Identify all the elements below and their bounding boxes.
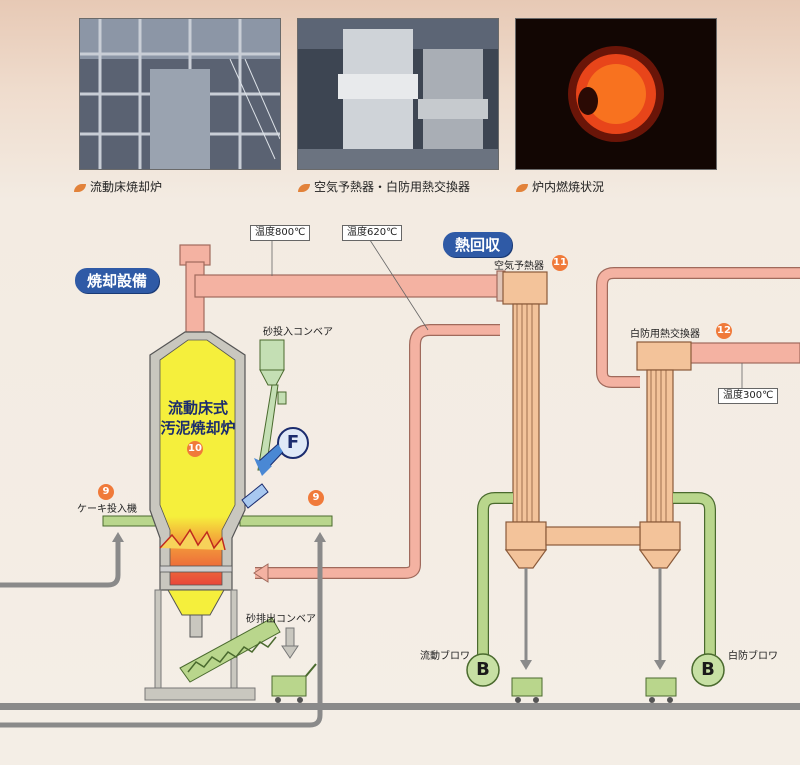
caption-text: 炉内燃焼状況 <box>532 180 605 194</box>
ground-line <box>0 703 800 710</box>
white-smoke-pipe <box>596 267 800 388</box>
label-white-smoke-blower: 白防ブロワ <box>728 651 778 662</box>
ash-discharge-left <box>511 568 543 703</box>
furnace-label-line1: 流動床式 <box>167 399 228 417</box>
badge-furnace: 10 <box>187 441 203 457</box>
sand-discharge-conveyor <box>179 617 317 703</box>
caption-photo-1: 流動床焼却炉 <box>74 178 162 195</box>
photo-fluidized-bed-incinerator <box>79 18 281 170</box>
caption-text: 空気予熱器・白防用熱交換器 <box>314 180 471 194</box>
badge-heat-exchanger: 12 <box>716 323 732 339</box>
white-smoke-blower <box>691 653 725 687</box>
preheated-air-pipe <box>255 324 500 579</box>
incinerator-furnace <box>144 331 256 701</box>
furnace-label-line2: 汚泥焼却炉 <box>160 419 236 437</box>
ash-discharge-right <box>645 568 677 703</box>
label-white-smoke-heat-exchanger: 白防用熱交換器 <box>630 329 700 340</box>
label-sand-input-conveyor: 砂投入コンベア <box>263 327 333 338</box>
white-smoke-heat-exchanger-unit <box>636 341 692 569</box>
label-cake-input-machine: ケーキ投入機 <box>77 504 137 515</box>
furnace-label: 流動床式 汚泥焼却炉 <box>160 398 236 438</box>
hot-gas-duct <box>179 244 506 333</box>
section-heat-recovery: 熱回収 <box>443 232 513 257</box>
temperature-leader-lines <box>271 236 743 388</box>
photo-air-preheater <box>297 18 499 170</box>
label-fluidizing-blower: 流動ブロワ <box>420 651 470 662</box>
leaf-icon <box>298 183 310 192</box>
caption-text: 流動床焼却炉 <box>90 180 163 194</box>
cake-feed-line <box>0 540 323 728</box>
air-preheater-unit <box>502 271 548 569</box>
photo-combustion-inside-furnace <box>515 18 717 170</box>
fuel-symbol: F <box>286 432 300 453</box>
leaf-icon <box>516 183 528 192</box>
fuel-inlet <box>241 427 309 509</box>
blower-symbol-white-smoke: B <box>701 659 715 680</box>
temp-label-300: 温度300℃ <box>718 388 779 404</box>
badge-cake-input-right: 9 <box>308 490 324 506</box>
exchanger-connecting-duct <box>545 526 641 546</box>
fluidizing-blower <box>466 653 500 687</box>
badge-air-preheater: 11 <box>552 255 568 271</box>
arrow-into-furnace <box>253 563 269 583</box>
section-incineration: 焼却設備 <box>75 268 160 293</box>
label-sand-discharge-conveyor: 砂排出コンベア <box>246 614 316 625</box>
fluidizing-blower-pipe <box>477 492 513 655</box>
label-air-preheater: 空気予熱器 <box>494 261 544 272</box>
cake-arrow-left <box>112 532 124 542</box>
temp-label-620: 温度620℃ <box>342 225 403 241</box>
caption-photo-3: 炉内燃焼状況 <box>516 178 604 195</box>
badge-cake-input-left: 9 <box>98 484 114 500</box>
white-smoke-blower-pipe <box>673 492 716 655</box>
blower-symbol-fluidizing: B <box>476 659 490 680</box>
caption-photo-2: 空気予熱器・白防用熱交換器 <box>298 178 470 195</box>
temp-label-800: 温度800℃ <box>250 225 311 241</box>
sand-input-conveyor <box>257 339 287 471</box>
leaf-icon <box>74 183 86 192</box>
cake-arrow-right <box>314 532 326 542</box>
